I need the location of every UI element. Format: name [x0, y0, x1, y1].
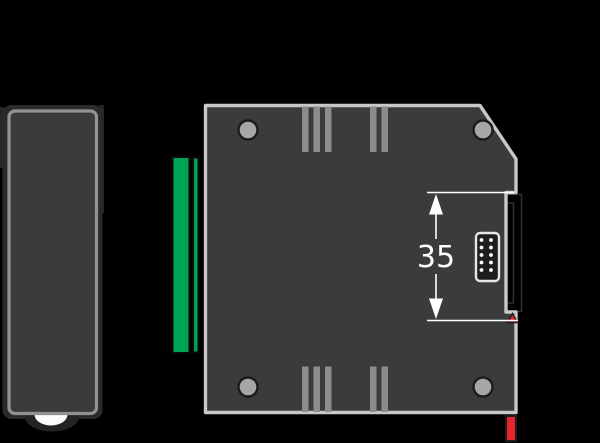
- pin: [479, 245, 484, 250]
- vent-slot: [370, 366, 377, 412]
- pin: [479, 253, 484, 257]
- vent-slots-bottom: [302, 366, 388, 412]
- vent-slot: [313, 366, 320, 412]
- side-housing-body: [203, 103, 518, 415]
- pin-header-connector: [474, 231, 501, 283]
- dimension-label: 35: [417, 240, 455, 275]
- vent-slot: [370, 106, 377, 152]
- dimension-arrowhead-down: [429, 298, 443, 319]
- vent-slot: [313, 106, 320, 152]
- vent-slot: [302, 106, 309, 152]
- front-left-tab: [0, 107, 5, 168]
- front-cover-panel: [7, 109, 99, 416]
- pin: [489, 260, 493, 265]
- vent-slot: [325, 366, 332, 412]
- pin: [479, 238, 484, 242]
- pin: [489, 245, 493, 250]
- vent-slot: [325, 106, 332, 152]
- pin-header-outline: [474, 231, 501, 283]
- vent-slot: [381, 106, 388, 152]
- screw-top-right: [472, 119, 494, 141]
- red-release-latch: [505, 415, 517, 442]
- pin: [479, 260, 484, 265]
- device-side-view: 35: [171, 103, 523, 442]
- vent-slots-top: [302, 106, 388, 152]
- pin: [489, 238, 493, 242]
- vent-slot: [302, 366, 309, 412]
- vent-slot: [381, 366, 388, 412]
- pin: [489, 253, 493, 257]
- din-rail-profile: [505, 193, 523, 313]
- green-terminal-connector: [171, 156, 191, 354]
- screw-bottom-right: [472, 376, 494, 398]
- screw-top-left: [237, 119, 259, 141]
- pin: [479, 268, 484, 272]
- dimension-35: 35: [417, 191, 518, 322]
- dimension-arrowhead-up: [429, 194, 443, 215]
- green-terminal-strip: [192, 156, 200, 354]
- pin: [489, 268, 493, 272]
- screw-bottom-left: [237, 376, 259, 398]
- device-front-view: [0, 105, 104, 432]
